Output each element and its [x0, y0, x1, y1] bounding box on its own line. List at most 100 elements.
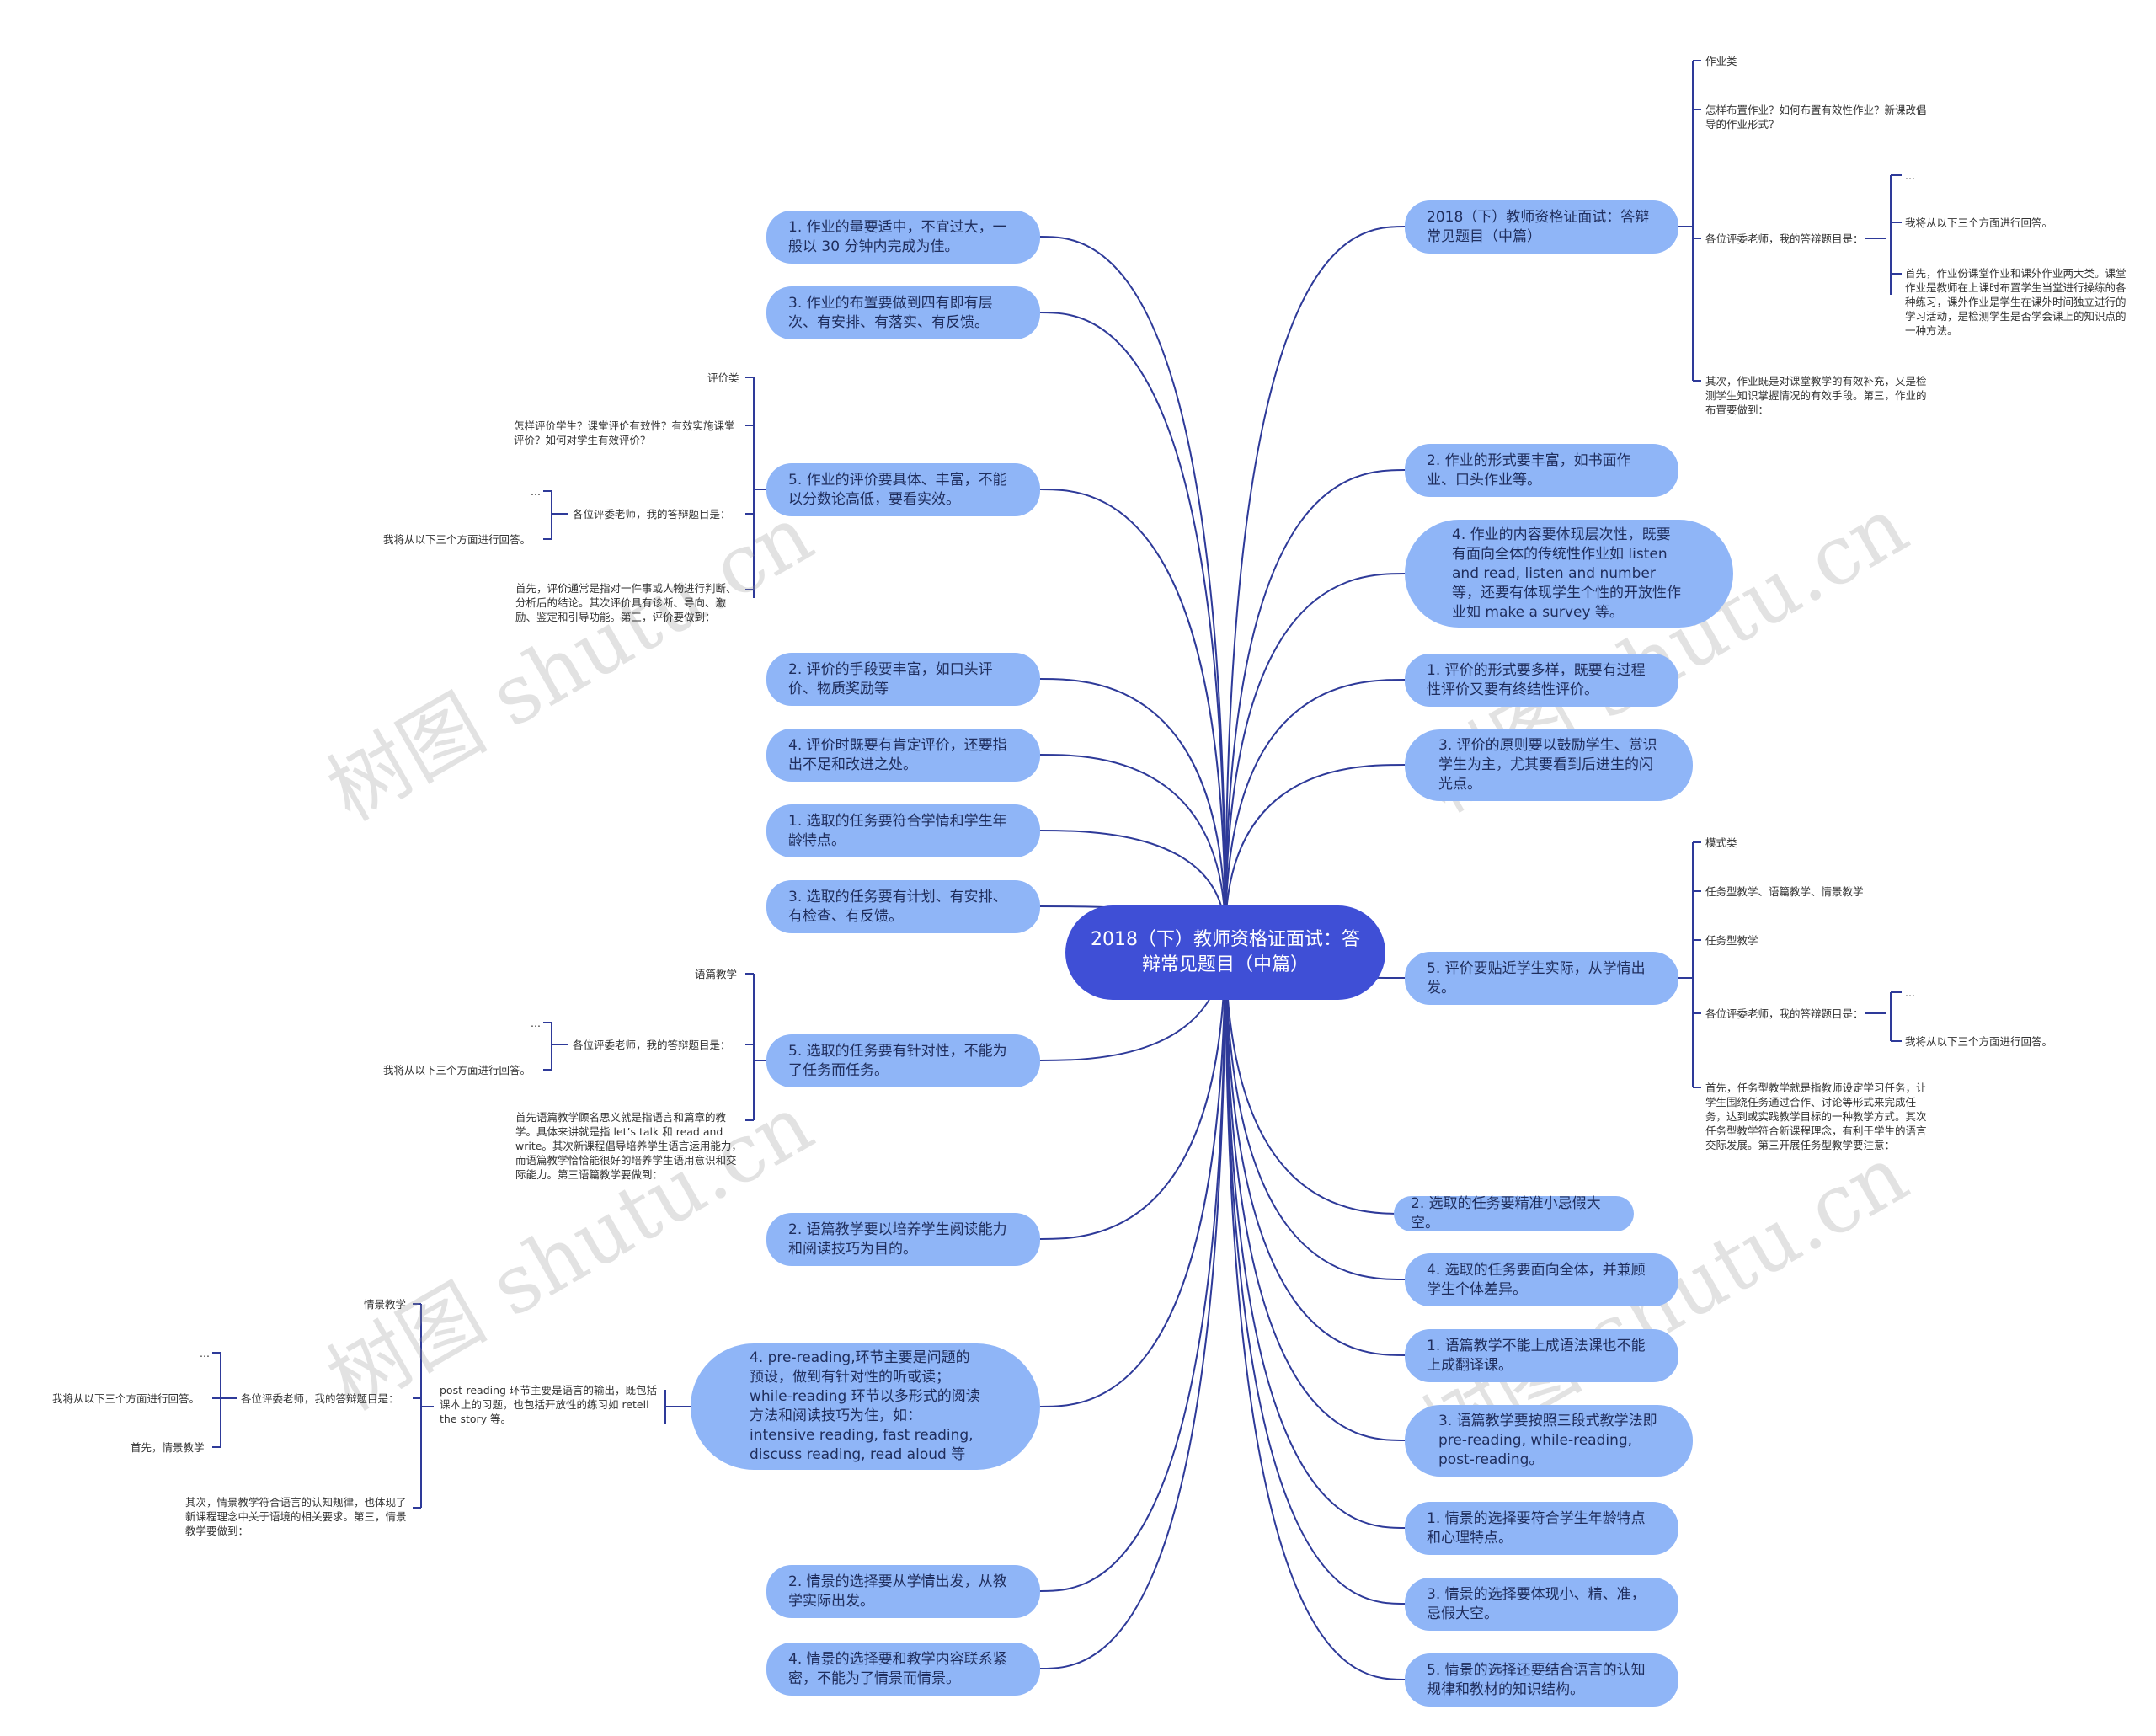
note-category: 模式类	[1705, 836, 1737, 849]
connector-line	[1039, 678, 1226, 937]
connector-line	[1225, 935, 1406, 1605]
branch-node[interactable]: 5. 评价要贴近学生实际，从学情出发。	[1405, 952, 1678, 1005]
note-first: 首先语篇教学顾名思义就是指语言和篇章的教学。具体来讲就是指 let’s talk…	[515, 1111, 742, 1181]
branch-node[interactable]: 4. 作业的内容要体现层次性，既要有面向全体的传统性作业如 listen and…	[1405, 520, 1733, 628]
note-post: post-reading 环节主要是语言的输出，既包括课本上的习题，也包括开放性…	[440, 1384, 657, 1425]
branch-node[interactable]: 5. 情景的选择还要结合语言的认知规律和教材的知识结构。	[1405, 1653, 1678, 1707]
connector-line	[1225, 935, 1406, 1215]
connector-line	[1225, 935, 1406, 1441]
branch-node[interactable]: 3. 作业的布置要做到四有即有层次、有安排、有落实、有反馈。	[766, 286, 1040, 339]
node-label: 2. 选取的任务要精准小忌假大空。	[1411, 1195, 1601, 1231]
node-label: 3. 语篇教学要按照三段式教学法即 pre-reading, while-rea…	[1438, 1413, 1657, 1468]
note-aspects: 我将从以下三个方面进行回答。	[383, 533, 531, 546]
note-aspects: 我将从以下三个方面进行回答。	[1905, 1035, 2053, 1048]
branch-node[interactable]: 3. 评价的原则要以鼓励学生、赏识学生为主，尤其要看到后进生的闪光点。	[1405, 729, 1693, 801]
root-title: 2018（下）教师资格证面试：答辩常见题目（中篇）	[1091, 929, 1360, 975]
note-task: 任务型教学	[1705, 934, 1758, 947]
note-first: 首先，任务型教学就是指教师设定学习任务，让学生围绕任务通过合作、讨论等形式来完成…	[1705, 1082, 1927, 1151]
connector-line	[1039, 312, 1226, 937]
node-label: 4. pre-reading,环节主要是问题的预设，做到有针对性的听或读；whi…	[750, 1349, 980, 1463]
note-category: 情景教学	[364, 1298, 407, 1311]
node-label: 5. 作业的评价要具体、丰富，不能以分数论高低，要看实效。	[788, 471, 1007, 508]
connector-line	[1225, 226, 1406, 937]
note-answer-intro: 各位评委老师，我的答辩题目是：	[1705, 1007, 1864, 1020]
note-answer-intro: 各位评委老师，我的答辩题目是：	[241, 1392, 399, 1405]
branch-node[interactable]: 2. 作业的形式要丰富，如书面作业、口头作业等。	[1405, 444, 1678, 497]
note-aspects: 我将从以下三个方面进行回答。	[1905, 216, 2053, 229]
branch-node[interactable]: 4. pre-reading,环节主要是问题的预设，做到有针对性的听或读；whi…	[691, 1343, 1040, 1470]
node-label: 5. 评价要贴近学生实际，从学情出发。	[1427, 959, 1646, 996]
branch-node[interactable]: 2. 情景的选择要从学情出发，从教学实际出发。	[766, 1565, 1040, 1618]
branch-node[interactable]: 2018（下）教师资格证面试：答辩常见题目（中篇）	[1405, 200, 1678, 254]
branch-node[interactable]: 3. 情景的选择要体现小、精、准，忌假大空。	[1405, 1578, 1678, 1631]
note-answer-intro: 各位评委老师，我的答辩题目是：	[573, 1039, 731, 1051]
note-aspects: 我将从以下三个方面进行回答。	[383, 1064, 531, 1076]
node-label: 4. 选取的任务要面向全体，并兼顾学生个体差异。	[1427, 1261, 1646, 1298]
branch-node[interactable]: 1. 语篇教学不能上成语法课也不能上成翻译课。	[1405, 1329, 1678, 1382]
connector-line	[1225, 764, 1406, 937]
note-answer-intro: 各位评委老师，我的答辩题目是：	[573, 508, 731, 521]
node-label: 2. 情景的选择要从学情出发，从教学实际出发。	[788, 1573, 1007, 1610]
note-ellipsis: ...	[1905, 169, 1915, 182]
branch-node[interactable]: 2. 选取的任务要精准小忌假大空。	[1394, 1195, 1634, 1231]
note-types: 任务型教学、语篇教学、情景教学	[1705, 885, 1864, 898]
branch-node[interactable]: 2. 语篇教学要以培养学生阅读能力和阅读技巧为目的。	[766, 1213, 1040, 1266]
branch-node[interactable]: 5. 作业的评价要具体、丰富，不能以分数论高低，要看实效。	[766, 463, 1040, 516]
branch-node[interactable]: 1. 评价的形式要多样，既要有过程性评价又要有终结性评价。	[1405, 654, 1678, 707]
connector-line	[1225, 679, 1406, 937]
connector-line	[1039, 935, 1226, 1592]
branch-node[interactable]: 4. 选取的任务要面向全体，并兼顾学生个体差异。	[1405, 1253, 1678, 1306]
note-category: 语篇教学	[695, 968, 738, 980]
note-ellipsis: ...	[200, 1347, 210, 1359]
connector-line	[1225, 469, 1406, 937]
node-label: 2. 评价的手段要丰富，如口头评价、物质奖励等	[788, 660, 993, 697]
branch-node[interactable]: 1. 情景的选择要符合学生年龄特点和心理特点。	[1405, 1502, 1678, 1555]
node-label: 5. 选取的任务要有针对性，不能为了任务而任务。	[788, 1042, 1007, 1079]
branch-node[interactable]: 4. 评价时既要有肯定评价，还要指出不足和改进之处。	[766, 729, 1040, 782]
connector-line	[1225, 573, 1406, 937]
branch-node[interactable]: 2. 评价的手段要丰富，如口头评价、物质奖励等	[766, 653, 1040, 706]
node-label: 3. 选取的任务要有计划、有安排、有检查、有反馈。	[788, 888, 1007, 925]
note-category: 评价类	[707, 371, 739, 384]
node-label: 2. 作业的形式要丰富，如书面作业、口头作业等。	[1427, 451, 1631, 489]
node-label: 5. 情景的选择还要结合语言的认知规律和教材的知识结构。	[1427, 1661, 1646, 1698]
node-label: 3. 情景的选择要体现小、精、准，忌假大空。	[1427, 1585, 1646, 1622]
branch-node[interactable]: 1. 选取的任务要符合学情和学生年龄特点。	[766, 804, 1040, 857]
note-first: 首先，评价通常是指对一件事或人物进行判断、分析后的结论。其次评价具有诊断、导向、…	[515, 582, 737, 623]
branch-node[interactable]: 4. 情景的选择要和教学内容联系紧密，不能为了情景而情景。	[766, 1643, 1040, 1696]
note-first: 首先，情景教学	[131, 1441, 205, 1454]
node-label: 1. 语篇教学不能上成语法课也不能上成翻译课。	[1427, 1337, 1646, 1374]
node-label: 1. 作业的量要适中，不宜过大，一般以 30 分钟内完成为佳。	[788, 218, 1007, 255]
connector-line	[1039, 830, 1226, 937]
node-label: 4. 作业的内容要体现层次性，既要有面向全体的传统性作业如 listen and…	[1452, 526, 1681, 621]
connector-line	[1039, 935, 1226, 1240]
branch-node[interactable]: 1. 作业的量要适中，不宜过大，一般以 30 分钟内完成为佳。	[766, 211, 1040, 264]
branch-node[interactable]: 3. 语篇教学要按照三段式教学法即 pre-reading, while-rea…	[1405, 1405, 1693, 1477]
node-label: 1. 情景的选择要符合学生年龄特点和心理特点。	[1427, 1509, 1646, 1546]
node-label: 4. 评价时既要有肯定评价，还要指出不足和改进之处。	[788, 736, 1007, 773]
branch-node[interactable]: 5. 选取的任务要有针对性，不能为了任务而任务。	[766, 1034, 1040, 1087]
connector-line	[1225, 935, 1406, 1356]
connector-line	[1039, 935, 1226, 1407]
node-label: 1. 评价的形式要多样，既要有过程性评价又要有终结性评价。	[1427, 661, 1646, 698]
note-answer-intro: 各位评委老师，我的答辩题目是：	[1705, 232, 1864, 245]
node-label: 4. 情景的选择要和教学内容联系紧密，不能为了情景而情景。	[788, 1650, 1007, 1687]
note-category: 作业类	[1705, 55, 1737, 67]
note-second: 其次，作业既是对课堂教学的有效补充，又是检测学生知识掌握情况的有效手段。第三，作…	[1705, 375, 1927, 416]
branch-node[interactable]: 3. 选取的任务要有计划、有安排、有检查、有反馈。	[766, 880, 1040, 933]
node-label: 3. 作业的布置要做到四有即有层次、有安排、有落实、有反馈。	[788, 294, 993, 331]
note-question: 怎样布置作业？如何布置有效性作业？新课改倡导的作业形式？	[1705, 104, 1927, 131]
note-ellipsis: ...	[1905, 986, 1915, 999]
note-question: 怎样评价学生？课堂评价有效性？有效实施课堂评价？如何对学生有效评价？	[514, 419, 735, 446]
connector-line	[1225, 935, 1406, 1280]
note-ellipsis: ...	[531, 1017, 541, 1029]
root-node[interactable]: 2018（下）教师资格证面试：答辩常见题目（中篇）	[1065, 905, 1385, 1000]
node-label: 3. 评价的原则要以鼓励学生、赏识学生为主，尤其要看到后进生的闪光点。	[1438, 737, 1657, 793]
node-label: 1. 选取的任务要符合学情和学生年龄特点。	[788, 812, 1007, 849]
connector-line	[1039, 754, 1226, 937]
note-aspects: 我将从以下三个方面进行回答。	[52, 1392, 200, 1405]
node-label: 2. 语篇教学要以培养学生阅读能力和阅读技巧为目的。	[788, 1221, 1007, 1258]
note-first: 首先，作业份课堂作业和课外作业两大类。课堂作业是教师在上课时布置学生当堂进行操练…	[1905, 267, 2127, 337]
